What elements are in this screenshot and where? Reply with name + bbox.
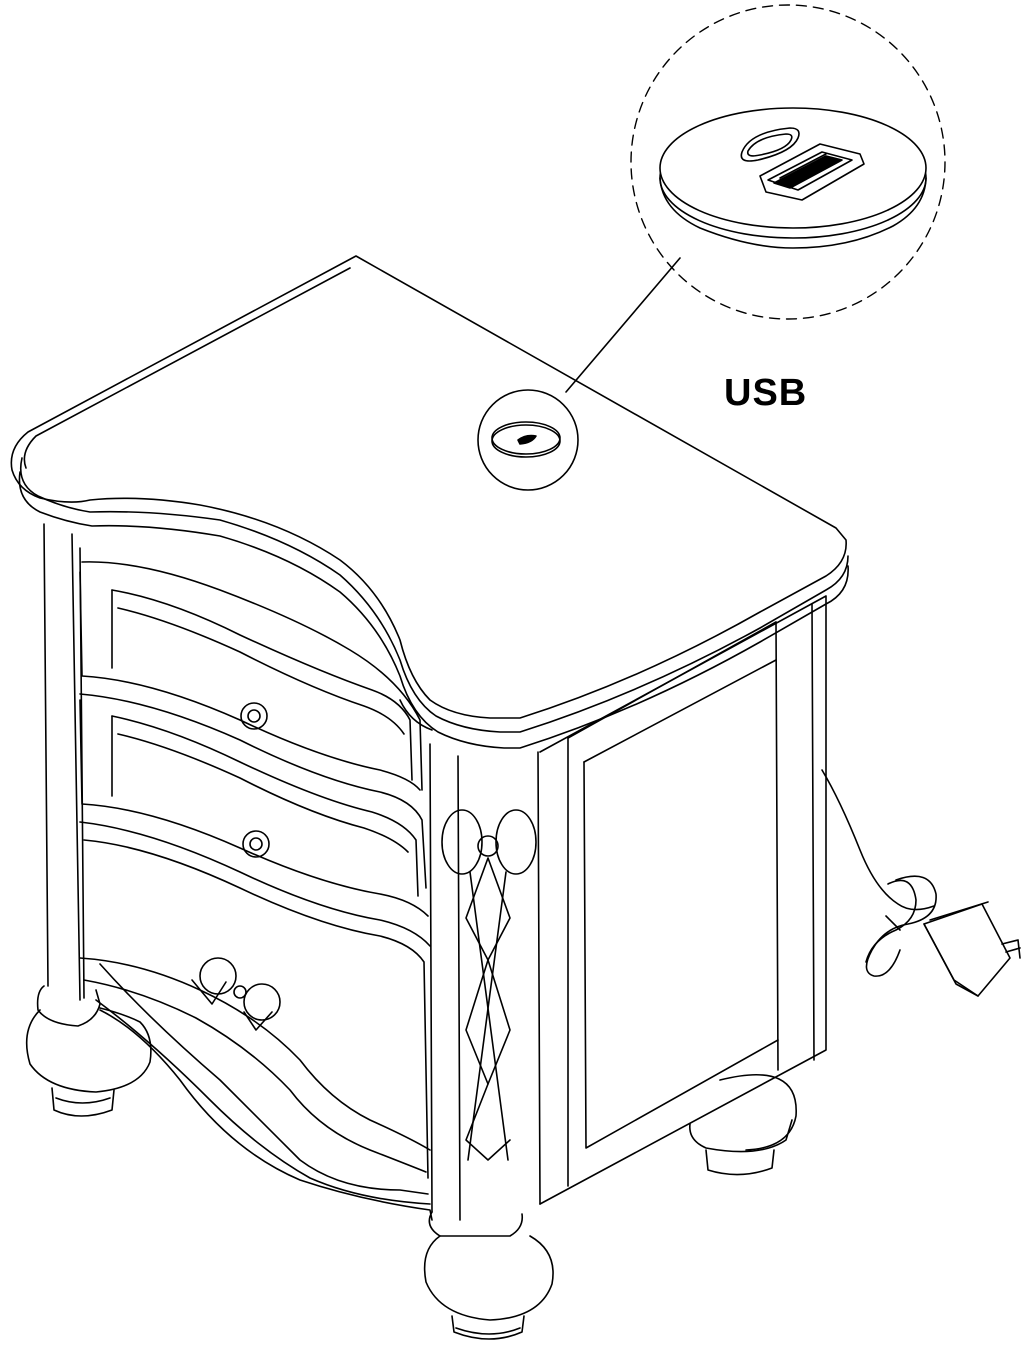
drawer-1-knob [241, 703, 267, 729]
front-right-post [425, 744, 553, 1339]
usb-callout [566, 5, 945, 392]
drawer-3 [80, 822, 432, 1220]
callout-dashed-circle [631, 5, 945, 319]
cabinet-top [11, 256, 848, 748]
callout-leader-line [566, 258, 680, 392]
usb-label: USB [724, 372, 808, 414]
drawer-2-knob [243, 831, 269, 857]
drawer-1 [80, 562, 422, 790]
side-panel [540, 596, 826, 1204]
bow-ornament [192, 958, 280, 1030]
power-cord [822, 770, 936, 976]
front-left-post [27, 524, 151, 1116]
drawer-2 [80, 694, 428, 916]
usb-port-icon [660, 108, 926, 248]
power-adapter-icon [924, 902, 1020, 996]
top-grommet-loupe [478, 390, 578, 490]
